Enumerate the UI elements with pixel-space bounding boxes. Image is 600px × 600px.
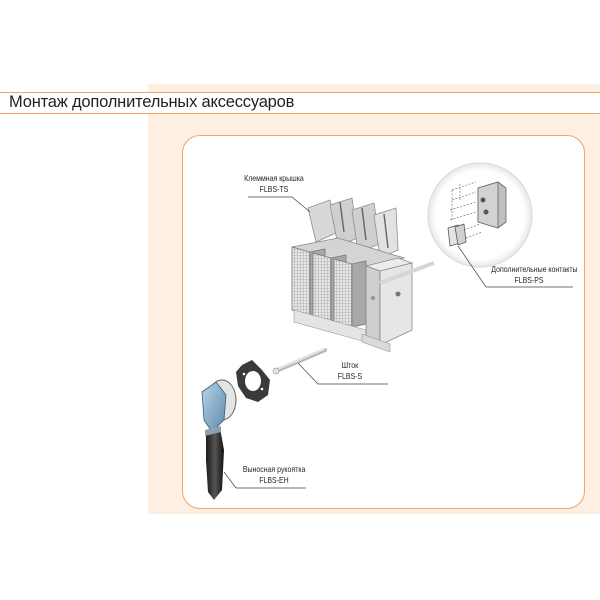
leader-line-shaft: [297, 362, 388, 385]
leader-line-terminal-cover: [248, 196, 311, 213]
title-band: [0, 92, 600, 114]
leader-line-auxiliary-contacts: [457, 245, 573, 288]
external-handle-code: FLBS-EH: [259, 475, 289, 485]
shaft-illustration: [272, 348, 327, 375]
terminal-cover-code: FLBS-TS: [259, 184, 289, 194]
external-handle-illustration: [201, 379, 237, 500]
shaft-code: FLBS-S: [337, 371, 363, 381]
terminal-cover-label: Клеммная крышка FLBS-TS: [243, 173, 305, 195]
auxiliary-contacts-name: Дополнительные контакты: [491, 264, 578, 274]
external-handle-name: Выносная рукоятка: [242, 464, 306, 474]
gasket-illustration: [236, 360, 270, 402]
leader-line-external-handle: [223, 471, 306, 489]
mechanism-block-illustration: [361, 257, 414, 353]
switch-body-illustration: [291, 237, 406, 343]
auxiliary-contacts-label: Дополнительные контакты FLBS-PS: [491, 264, 578, 286]
external-handle-label: Выносная рукоятка FLBS-EH: [242, 464, 306, 486]
terminal-cover-name: Клеммная крышка: [244, 173, 304, 183]
auxiliary-contacts-zoom-circle: [427, 162, 533, 268]
page-title: Монтаж дополнительных аксессуаров: [9, 93, 295, 111]
terminal-cover-illustration: [307, 197, 399, 259]
auxiliary-contacts-code: FLBS-PS: [514, 275, 544, 285]
shaft-name: Шток: [341, 360, 359, 370]
shaft-label: Шток FLBS-S: [330, 360, 371, 382]
zoom-connector: [379, 261, 435, 285]
